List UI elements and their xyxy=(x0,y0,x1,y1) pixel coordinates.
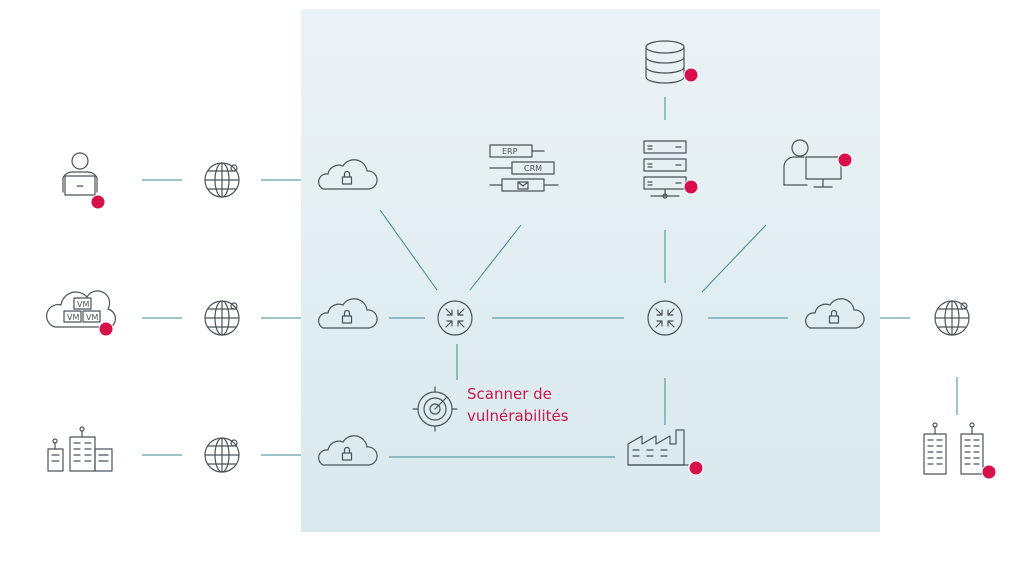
globe-icon xyxy=(204,162,240,198)
cloud-lock-icon xyxy=(318,298,378,329)
cloud-lock-icon xyxy=(318,159,378,190)
cloud-lock-icon xyxy=(318,435,378,466)
erp-label: ERP xyxy=(502,147,518,156)
vm-tag: VM xyxy=(86,313,98,322)
laptop-user-icon xyxy=(62,152,106,210)
factory-icon xyxy=(627,429,704,476)
server-rack-icon xyxy=(643,140,699,199)
workstation-user-icon xyxy=(783,139,853,188)
globe-icon xyxy=(204,300,240,336)
globe-icon xyxy=(934,300,970,336)
app-stack-icon: ERP CRM xyxy=(489,144,559,192)
vm-tag: VM xyxy=(77,300,89,309)
radar-scanner-icon xyxy=(412,386,458,432)
scanner-label: Scanner de vulnérabilités xyxy=(467,383,569,427)
office-buildings-icon xyxy=(47,426,113,472)
globe-icon xyxy=(204,437,240,473)
router-icon xyxy=(647,300,683,336)
crm-label: CRM xyxy=(524,164,542,173)
internal-network-zone xyxy=(301,9,880,532)
cloud-lock-icon xyxy=(805,298,865,329)
connection-lines xyxy=(142,97,958,458)
scanner-label-line2: vulnérabilités xyxy=(467,407,569,425)
router-icon xyxy=(437,300,473,336)
scanner-label-line1: Scanner de xyxy=(467,385,552,403)
office-buildings-icon xyxy=(923,422,997,480)
vm-cloud-icon: VM VM VM xyxy=(46,290,117,337)
database-icon xyxy=(645,40,699,84)
vm-tag: VM xyxy=(67,313,79,322)
